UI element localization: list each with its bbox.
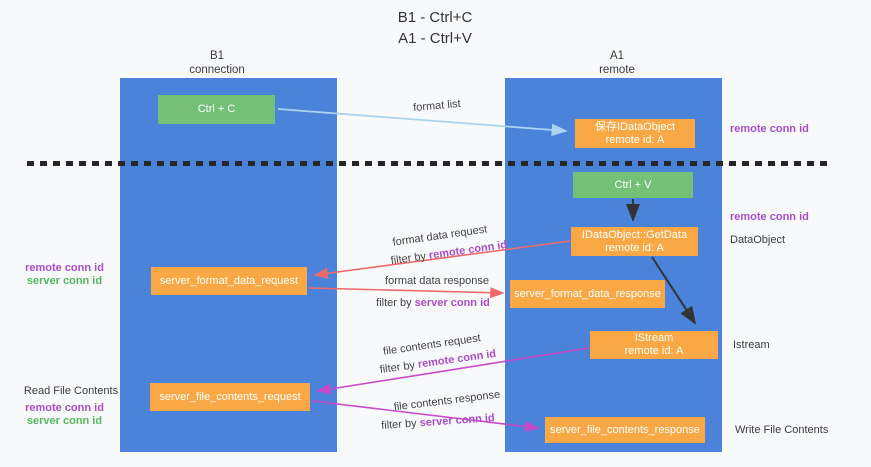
getdata-line1: IDataObject::GetData (581, 228, 688, 241)
server-format-data-response-label: server_format_data_response (514, 287, 661, 300)
server-file-contents-request-label: server_file_contents_request (159, 390, 301, 403)
filter-by-text: filter by (389, 249, 430, 268)
format-data-response-arrow (308, 287, 505, 299)
filter-by-text: filter by (380, 417, 421, 432)
getdata-box: IDataObject::GetData remote id: A (571, 227, 698, 256)
left-column-role: connection (189, 64, 245, 76)
istream-box: IStream remote id: A (590, 331, 718, 359)
diagram-title: B1 - Ctrl+C A1 - Ctrl+V (300, 7, 570, 49)
format-list-label: format list (412, 97, 462, 115)
ctrl-c-label: Ctrl + C (197, 103, 236, 115)
server-file-contents-request-box: server_file_contents_request (150, 383, 310, 411)
left-column-name: B1 (209, 50, 225, 62)
filter-by-text: filter by (376, 297, 415, 309)
remote-conn-id-label: remote conn id (25, 402, 104, 414)
left-file-conn-ids: remote conn id server conn id (12, 402, 117, 428)
save-dataobject-line2: remote id: A (605, 133, 665, 146)
write-file-contents-label: Write File Contents (735, 424, 829, 436)
left-format-conn-ids: remote conn id server conn id (12, 262, 117, 288)
server-format-data-request-box: server_format_data_request (151, 267, 307, 295)
left-column-header: B1 connection (157, 49, 277, 77)
save-dataobject-box: 保存IDataObject remote id: A (575, 119, 695, 148)
istream-side-label: Istream (733, 339, 770, 351)
istream-line1: IStream (634, 332, 674, 344)
server-conn-id-text: server conn id (414, 297, 490, 309)
server-conn-id-label: server conn id (26, 275, 103, 287)
read-file-contents-label: Read File Contents (23, 385, 119, 397)
right-remote-conn-id-top: remote conn id (730, 123, 809, 135)
right-remote-conn-id-mid: remote conn id (730, 211, 809, 223)
format-data-response-filter-label: filter by server conn id (348, 297, 518, 310)
server-conn-id-label: server conn id (26, 415, 103, 427)
title-line-2: A1 - Ctrl+V (398, 30, 472, 47)
right-column-name: A1 (609, 50, 625, 62)
getdata-line2: remote id: A (605, 241, 664, 254)
server-format-data-response-box: server_format_data_response (510, 280, 665, 308)
save-dataobject-line1: 保存IDataObject (594, 120, 676, 133)
title-line-1: B1 - Ctrl+C (397, 9, 473, 26)
ctrl-v-label: Ctrl + V (614, 178, 652, 191)
format-data-response-label: format data response (385, 275, 489, 287)
right-column-role: remote (599, 64, 635, 76)
dataobject-label: DataObject (730, 234, 786, 246)
filter-by-text: filter by (378, 358, 419, 377)
ctrl-v-box: Ctrl + V (573, 172, 693, 198)
remote-conn-id-label: remote conn id (25, 262, 104, 274)
server-format-data-request-label: server_format_data_request (159, 274, 299, 287)
ctrl-c-box: Ctrl + C (158, 95, 275, 124)
istream-line2: remote id: A (624, 345, 684, 357)
phase-separator-dashed-line (27, 161, 830, 166)
server-file-contents-response-box: server_file_contents_response (545, 417, 705, 443)
right-column-header: A1 remote (557, 49, 677, 77)
server-conn-id-text: server conn id (419, 412, 496, 430)
server-file-contents-response-label: server_file_contents_response (550, 423, 700, 436)
